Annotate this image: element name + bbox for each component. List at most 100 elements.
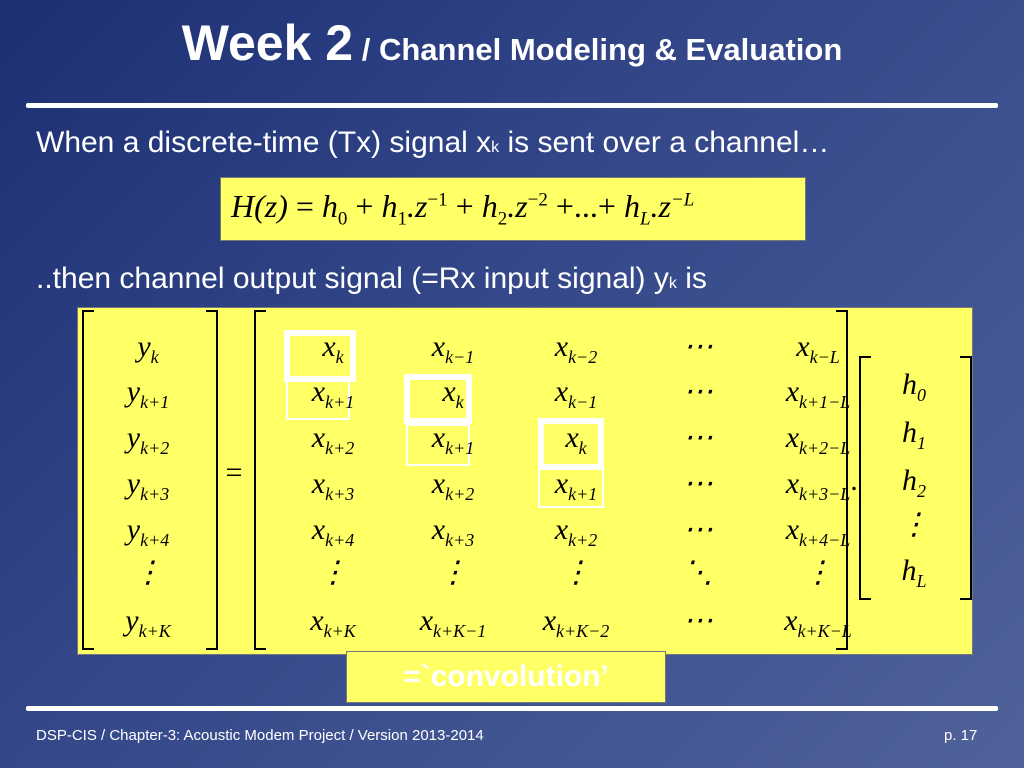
subscript: k+K−2	[556, 621, 610, 641]
subscript: k	[455, 392, 464, 412]
x-entry: xk+4	[273, 513, 393, 557]
symbol: x	[431, 421, 446, 454]
x-entry: xk+3	[393, 513, 513, 557]
footer-divider	[26, 706, 998, 711]
subscript: k+4	[140, 530, 170, 550]
y-entry: yk+K	[88, 604, 208, 648]
symbol: x	[310, 604, 324, 637]
transfer-function: H(z) = h0 + h1.z−1 + h2.z−2 +...+ hL.z−L	[231, 188, 695, 230]
subscript: 0	[917, 385, 926, 405]
subscript: k+2	[325, 438, 355, 458]
x-entry: ⋮	[273, 556, 393, 600]
subscript: 1	[917, 433, 926, 453]
symbol: x	[785, 467, 800, 500]
symbol: y	[126, 513, 141, 546]
x-entry: ⋯	[638, 604, 758, 648]
h-entry: ⋮	[854, 508, 974, 552]
symbol: x	[554, 330, 569, 363]
subscript: k	[335, 347, 344, 367]
highlight-box	[284, 330, 356, 382]
subscript: k−L	[809, 347, 840, 367]
x-entry: xk+K−L	[758, 604, 878, 648]
highlight-box	[538, 418, 604, 470]
body-line-2: ..then channel output signal (=Rx input …	[36, 262, 707, 296]
equals-sign: =	[225, 456, 243, 489]
subscript: k−1	[445, 347, 475, 367]
footer-text: DSP-CIS / Chapter-3: Acoustic Modem Proj…	[36, 727, 484, 744]
subscript: k+1−L	[799, 392, 851, 412]
symbol: x	[542, 604, 557, 637]
subscript: k+4−L	[799, 530, 851, 550]
symbol: ⋮	[803, 556, 833, 589]
x-entry: xk+1	[393, 421, 513, 465]
x-entry: ⋱	[638, 556, 758, 600]
subscript: k+3	[325, 484, 355, 504]
y-bracket-left	[82, 310, 94, 650]
h-entry: hL	[854, 554, 974, 598]
x-entry: xk−1	[516, 375, 636, 419]
line1-sub: k	[491, 139, 500, 156]
x-entry: ⋯	[638, 421, 758, 465]
subscript: k+4	[325, 530, 355, 550]
symbol: x	[784, 604, 798, 637]
h-bracket-left	[859, 356, 871, 600]
symbol: ⋮	[561, 556, 591, 589]
symbol: x	[785, 421, 800, 454]
slide-title: Week 2 / Channel Modeling & Evaluation	[0, 14, 1024, 72]
subscript: k+1	[325, 392, 355, 412]
x-entry: ⋯	[638, 467, 758, 511]
x-entry: xk+4−L	[758, 513, 878, 557]
convolution-label: =`convolution’	[346, 651, 666, 703]
x-bracket-right	[836, 310, 848, 650]
y-entry: yk	[88, 330, 208, 374]
y-entry: yk+4	[88, 513, 208, 557]
x-entry: ⋮	[516, 556, 636, 600]
subscript: k+1	[445, 438, 475, 458]
symbol: x	[322, 330, 336, 363]
x-entry: xk+2	[516, 513, 636, 557]
line1-post: is sent over a channel…	[499, 126, 830, 159]
x-entry: xk−1	[393, 330, 513, 374]
body-line-1: When a discrete-time (Tx) signal xk is s…	[36, 126, 829, 160]
symbol: ⋮	[133, 556, 163, 589]
symbol: ⋮	[438, 556, 468, 589]
symbol: ⋯	[683, 375, 713, 408]
x-entry: xk+3	[273, 467, 393, 511]
symbol: ⋯	[683, 467, 713, 500]
symbol: x	[311, 421, 326, 454]
x-bracket-left	[254, 310, 266, 650]
x-entry: xk+1−L	[758, 375, 878, 419]
symbol: x	[442, 375, 456, 408]
subscript: k−2	[568, 347, 598, 367]
x-entry: xk	[273, 330, 393, 374]
symbol: ⋮	[318, 556, 348, 589]
subscript: k+3	[140, 484, 170, 504]
x-entry: ⋯	[638, 330, 758, 374]
symbol: x	[431, 467, 446, 500]
multiply-dot: .	[850, 464, 858, 497]
x-entry: xk+2	[273, 421, 393, 465]
x-entry: xk+K−2	[516, 604, 636, 648]
symbol: x	[796, 330, 810, 363]
subscript: L	[916, 571, 927, 591]
symbol: y	[126, 375, 141, 408]
line2-pre: ..then channel output signal (=Rx input …	[36, 262, 669, 295]
symbol: x	[785, 375, 800, 408]
subscript: k+3	[445, 530, 475, 550]
symbol: y	[137, 330, 151, 363]
symbol: x	[311, 513, 326, 546]
subscript: 2	[917, 481, 926, 501]
y-entry: yk+3	[88, 467, 208, 511]
x-entry: xk+2	[393, 467, 513, 511]
symbol: x	[554, 513, 569, 546]
subscript: k+2	[568, 530, 598, 550]
subscript: k	[578, 438, 587, 458]
h-entry: h1	[854, 416, 974, 460]
symbol: ⋱	[683, 556, 713, 589]
symbol: h	[902, 416, 917, 449]
title-sub: / Channel Modeling & Evaluation	[353, 32, 843, 67]
x-entry: xk+3−L	[758, 467, 878, 511]
x-entry: xk+2−L	[758, 421, 878, 465]
